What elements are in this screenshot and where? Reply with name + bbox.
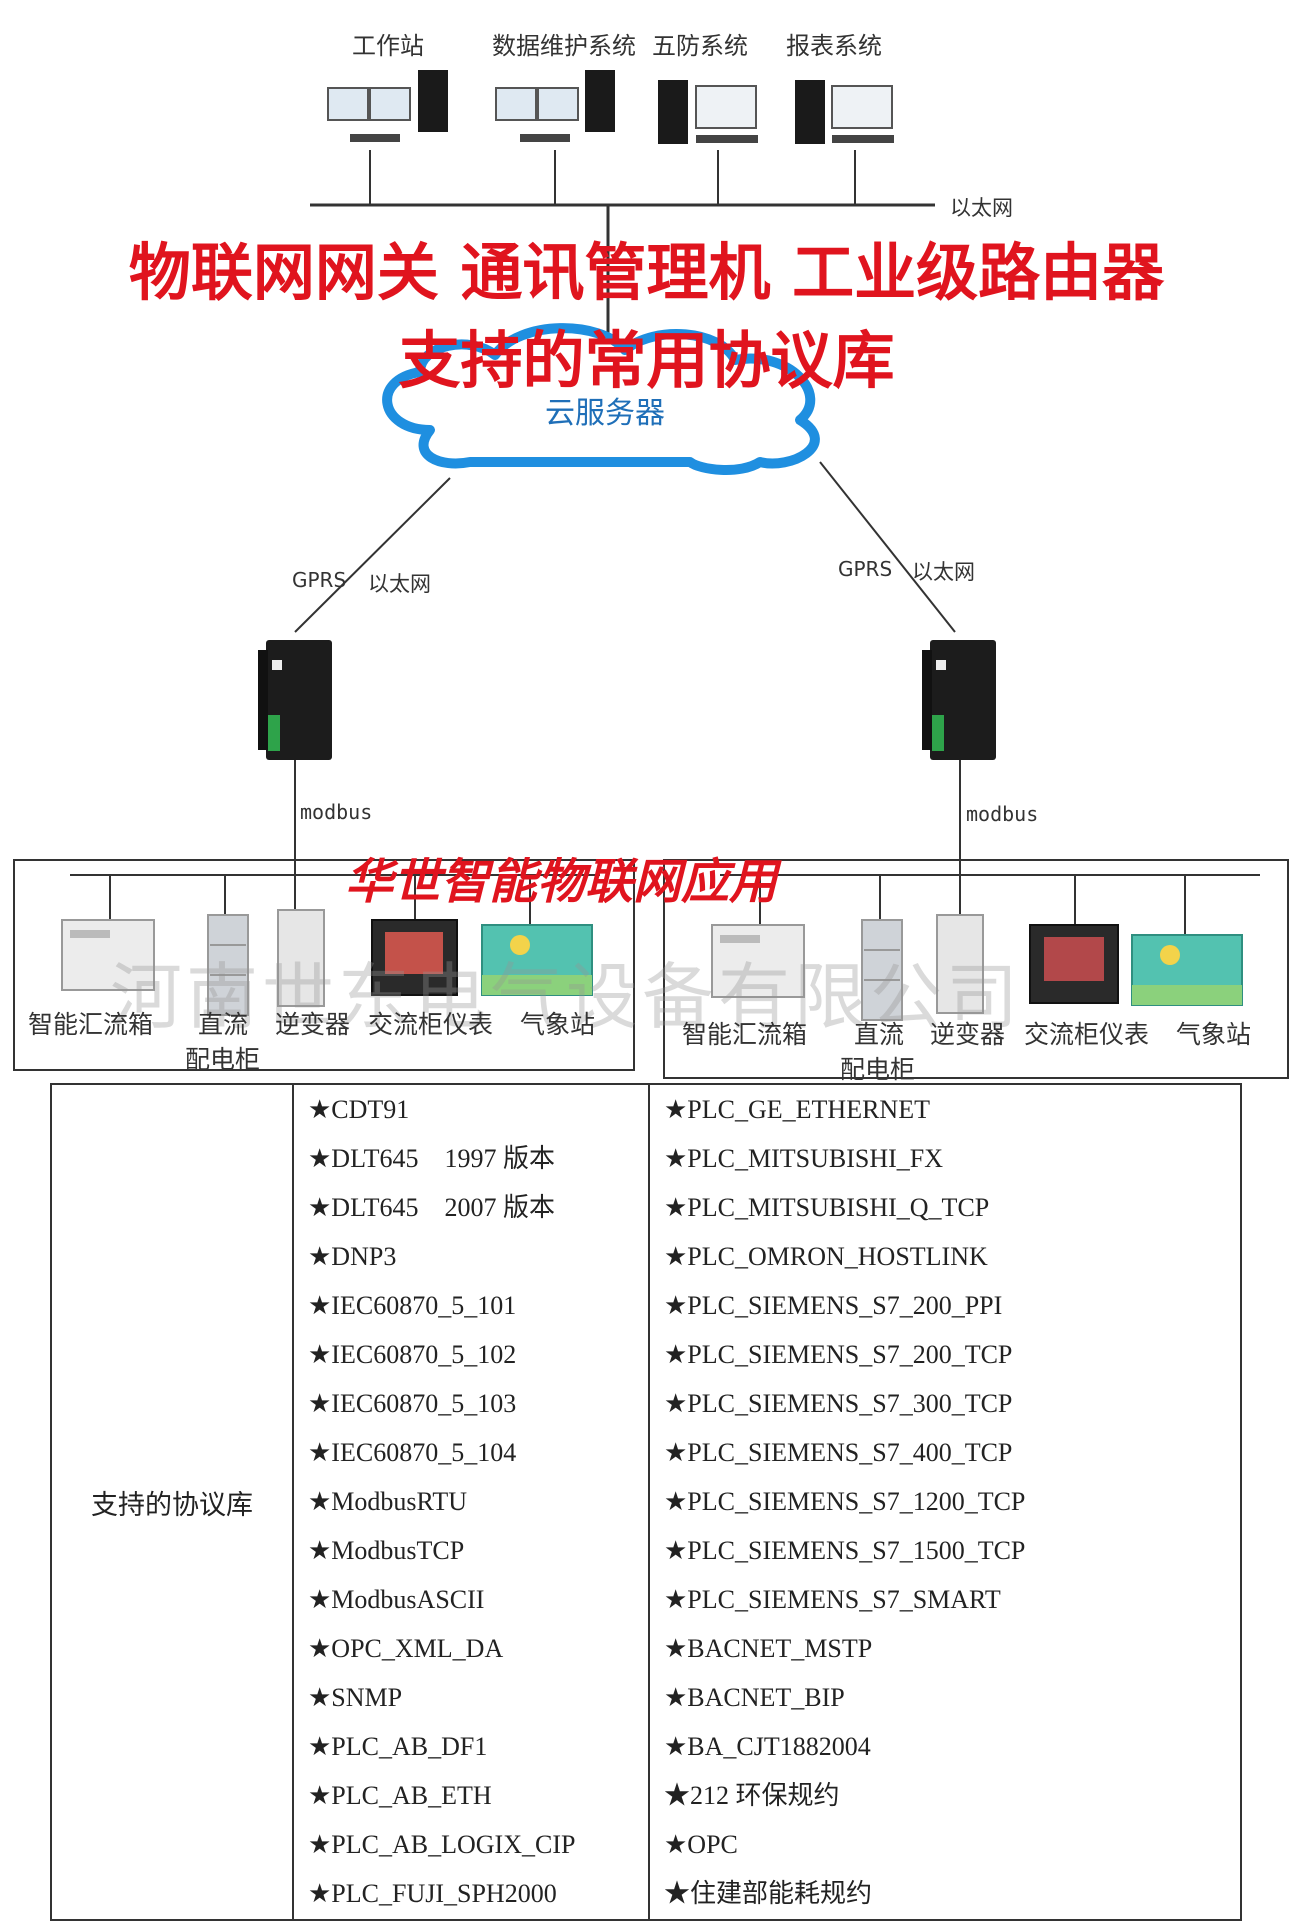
weather-station-icon <box>1131 934 1243 1006</box>
protocol-item: ★DNP3 <box>308 1242 397 1271</box>
company-watermark: 河南世东电气设备有限公司 <box>110 955 1023 1039</box>
protocol-list-col1: ★CDT91 ★DLT645 1997 版本 ★DLT645 2007 版本 ★DNP… <box>308 1085 648 1918</box>
protocol-item: ★住建部能耗规约 <box>664 1879 873 1908</box>
field-box-right <box>663 859 1289 1079</box>
protocol-item: ★CDT91 <box>308 1095 410 1124</box>
protocol-item: ★PLC_MITSUBISHI_FX <box>664 1144 944 1173</box>
protocol-item: ★DLT645 1997 版本 <box>308 1144 555 1173</box>
protocol-item: ★OPC <box>664 1830 738 1859</box>
report-computer-icon <box>795 80 894 144</box>
inverter-icon <box>936 914 984 1014</box>
device-label-weather-station: 气象站 <box>1176 1020 1252 1049</box>
protocol-item: ★PLC_SIEMENS_S7_1200_TCP <box>664 1487 1026 1516</box>
protocol-item: ★PLC_AB_LOGIX_CIP <box>308 1830 576 1859</box>
protocol-item: ★ModbusTCP <box>308 1536 465 1565</box>
protocol-item: ★PLC_SIEMENS_S7_SMART <box>664 1585 1001 1614</box>
protocol-item: ★BACNET_MSTP <box>664 1634 873 1663</box>
protocol-item: ★BACNET_BIP <box>664 1683 845 1712</box>
workstation-computer-icon <box>327 70 448 142</box>
protocol-item: ★IEC60870_5_103 <box>308 1389 517 1418</box>
system-label-data-maintenance: 数据维护系统 <box>492 32 636 60</box>
protocol-item: ★OPC_XML_DA <box>308 1634 504 1663</box>
left-gprs-label: GPRS <box>292 568 347 592</box>
protocol-item: ★PLC_SIEMENS_S7_400_TCP <box>664 1438 1013 1467</box>
device-label-weather-station: 气象站 <box>520 1010 596 1039</box>
protocol-item: ★ModbusASCII <box>308 1585 485 1614</box>
protocol-item: ★DLT645 2007 版本 <box>308 1193 555 1222</box>
right-gprs-label: GPRS <box>838 557 893 581</box>
system-label-report: 报表系统 <box>786 32 882 60</box>
brand-overlay: 华世智能物联网应用 <box>345 854 778 910</box>
protocol-item: ★PLC_FUJI_SPH2000 <box>308 1879 557 1908</box>
protocol-item: ★PLC_GE_ETHERNET <box>664 1095 930 1124</box>
five-defense-computer-icon <box>658 80 758 144</box>
protocol-table: 支持的协议库 ★CDT91 ★DLT645 1997 版本 ★DLT645 2007… <box>50 1083 1242 1921</box>
device-label-distribution-cabinet: 配电柜 <box>185 1045 261 1074</box>
cloud-icon <box>382 323 820 475</box>
data-maintenance-computer-icon <box>495 70 615 142</box>
protocol-list-col2: ★PLC_GE_ETHERNET ★PLC_MITSUBISHI_FX ★PLC_M… <box>664 1085 1240 1918</box>
system-label-five-defense: 五防系统 <box>652 32 748 60</box>
protocol-item: ★BA_CJT1882004 <box>664 1732 871 1761</box>
device-label-dc: 直流 <box>198 1010 249 1039</box>
combiner-box-icon <box>61 919 155 991</box>
device-label-ac-meter: 交流柜仪表 <box>368 1010 494 1039</box>
dc-cabinet-icon <box>861 919 903 1021</box>
device-label-inverter: 逆变器 <box>275 1010 351 1039</box>
cloud-server-label: 云服务器 <box>545 396 665 431</box>
protocol-item: ★PLC_SIEMENS_S7_300_TCP <box>664 1389 1013 1418</box>
device-label-combiner-box: 智能汇流箱 <box>28 1010 154 1039</box>
device-label-distribution-cabinet: 配电柜 <box>840 1055 916 1084</box>
ac-meter-icon <box>1029 924 1119 1004</box>
protocol-item: ★PLC_AB_DF1 <box>308 1732 488 1761</box>
protocol-item: ★PLC_MITSUBISHI_Q_TCP <box>664 1193 990 1222</box>
network-diagram <box>13 70 1289 1079</box>
device-label-dc: 直流 <box>854 1020 905 1049</box>
device-label-combiner-box: 智能汇流箱 <box>682 1020 808 1049</box>
headline-line2: 支持的常用协议库 <box>398 324 895 397</box>
protocol-table-row-label: 支持的协议库 <box>91 1489 253 1520</box>
protocol-item: ★IEC60870_5_101 <box>308 1291 517 1320</box>
headline-line1: 物联网网关 通讯管理机 工业级路由器 <box>128 236 1165 309</box>
protocol-item: ★IEC60870_5_104 <box>308 1438 517 1467</box>
gateway-device-left <box>258 640 332 760</box>
protocol-item: ★ModbusRTU <box>308 1487 467 1516</box>
inverter-icon <box>277 909 325 1007</box>
device-label-inverter: 逆变器 <box>930 1020 1006 1049</box>
protocol-item: ★SNMP <box>308 1683 403 1712</box>
protocol-item: ★PLC_SIEMENS_S7_1500_TCP <box>664 1536 1026 1565</box>
right-ethernet-label: 以太网 <box>912 560 975 584</box>
dc-cabinet-icon <box>207 914 249 1016</box>
protocol-item: ★PLC_OMRON_HOSTLINK <box>664 1242 988 1271</box>
field-box-left <box>13 859 635 1071</box>
protocol-item: ★212 环保规约 <box>664 1781 840 1810</box>
weather-station-icon <box>481 924 593 996</box>
combiner-box-icon <box>711 924 805 998</box>
protocol-item: ★PLC_AB_ETH <box>308 1781 492 1810</box>
left-modbus-label: modbus <box>300 800 373 824</box>
ethernet-bus-label: 以太网 <box>950 196 1013 220</box>
device-label-ac-meter: 交流柜仪表 <box>1024 1020 1150 1049</box>
right-modbus-label: modbus <box>966 802 1039 826</box>
ac-meter-icon <box>371 919 458 996</box>
protocol-item: ★PLC_SIEMENS_S7_200_PPI <box>664 1291 1003 1320</box>
left-ethernet-label: 以太网 <box>368 572 431 596</box>
gateway-device-right <box>922 640 996 760</box>
system-label-workstation: 工作站 <box>352 32 424 60</box>
protocol-item: ★PLC_SIEMENS_S7_200_TCP <box>664 1340 1013 1369</box>
protocol-item: ★IEC60870_5_102 <box>308 1340 517 1369</box>
